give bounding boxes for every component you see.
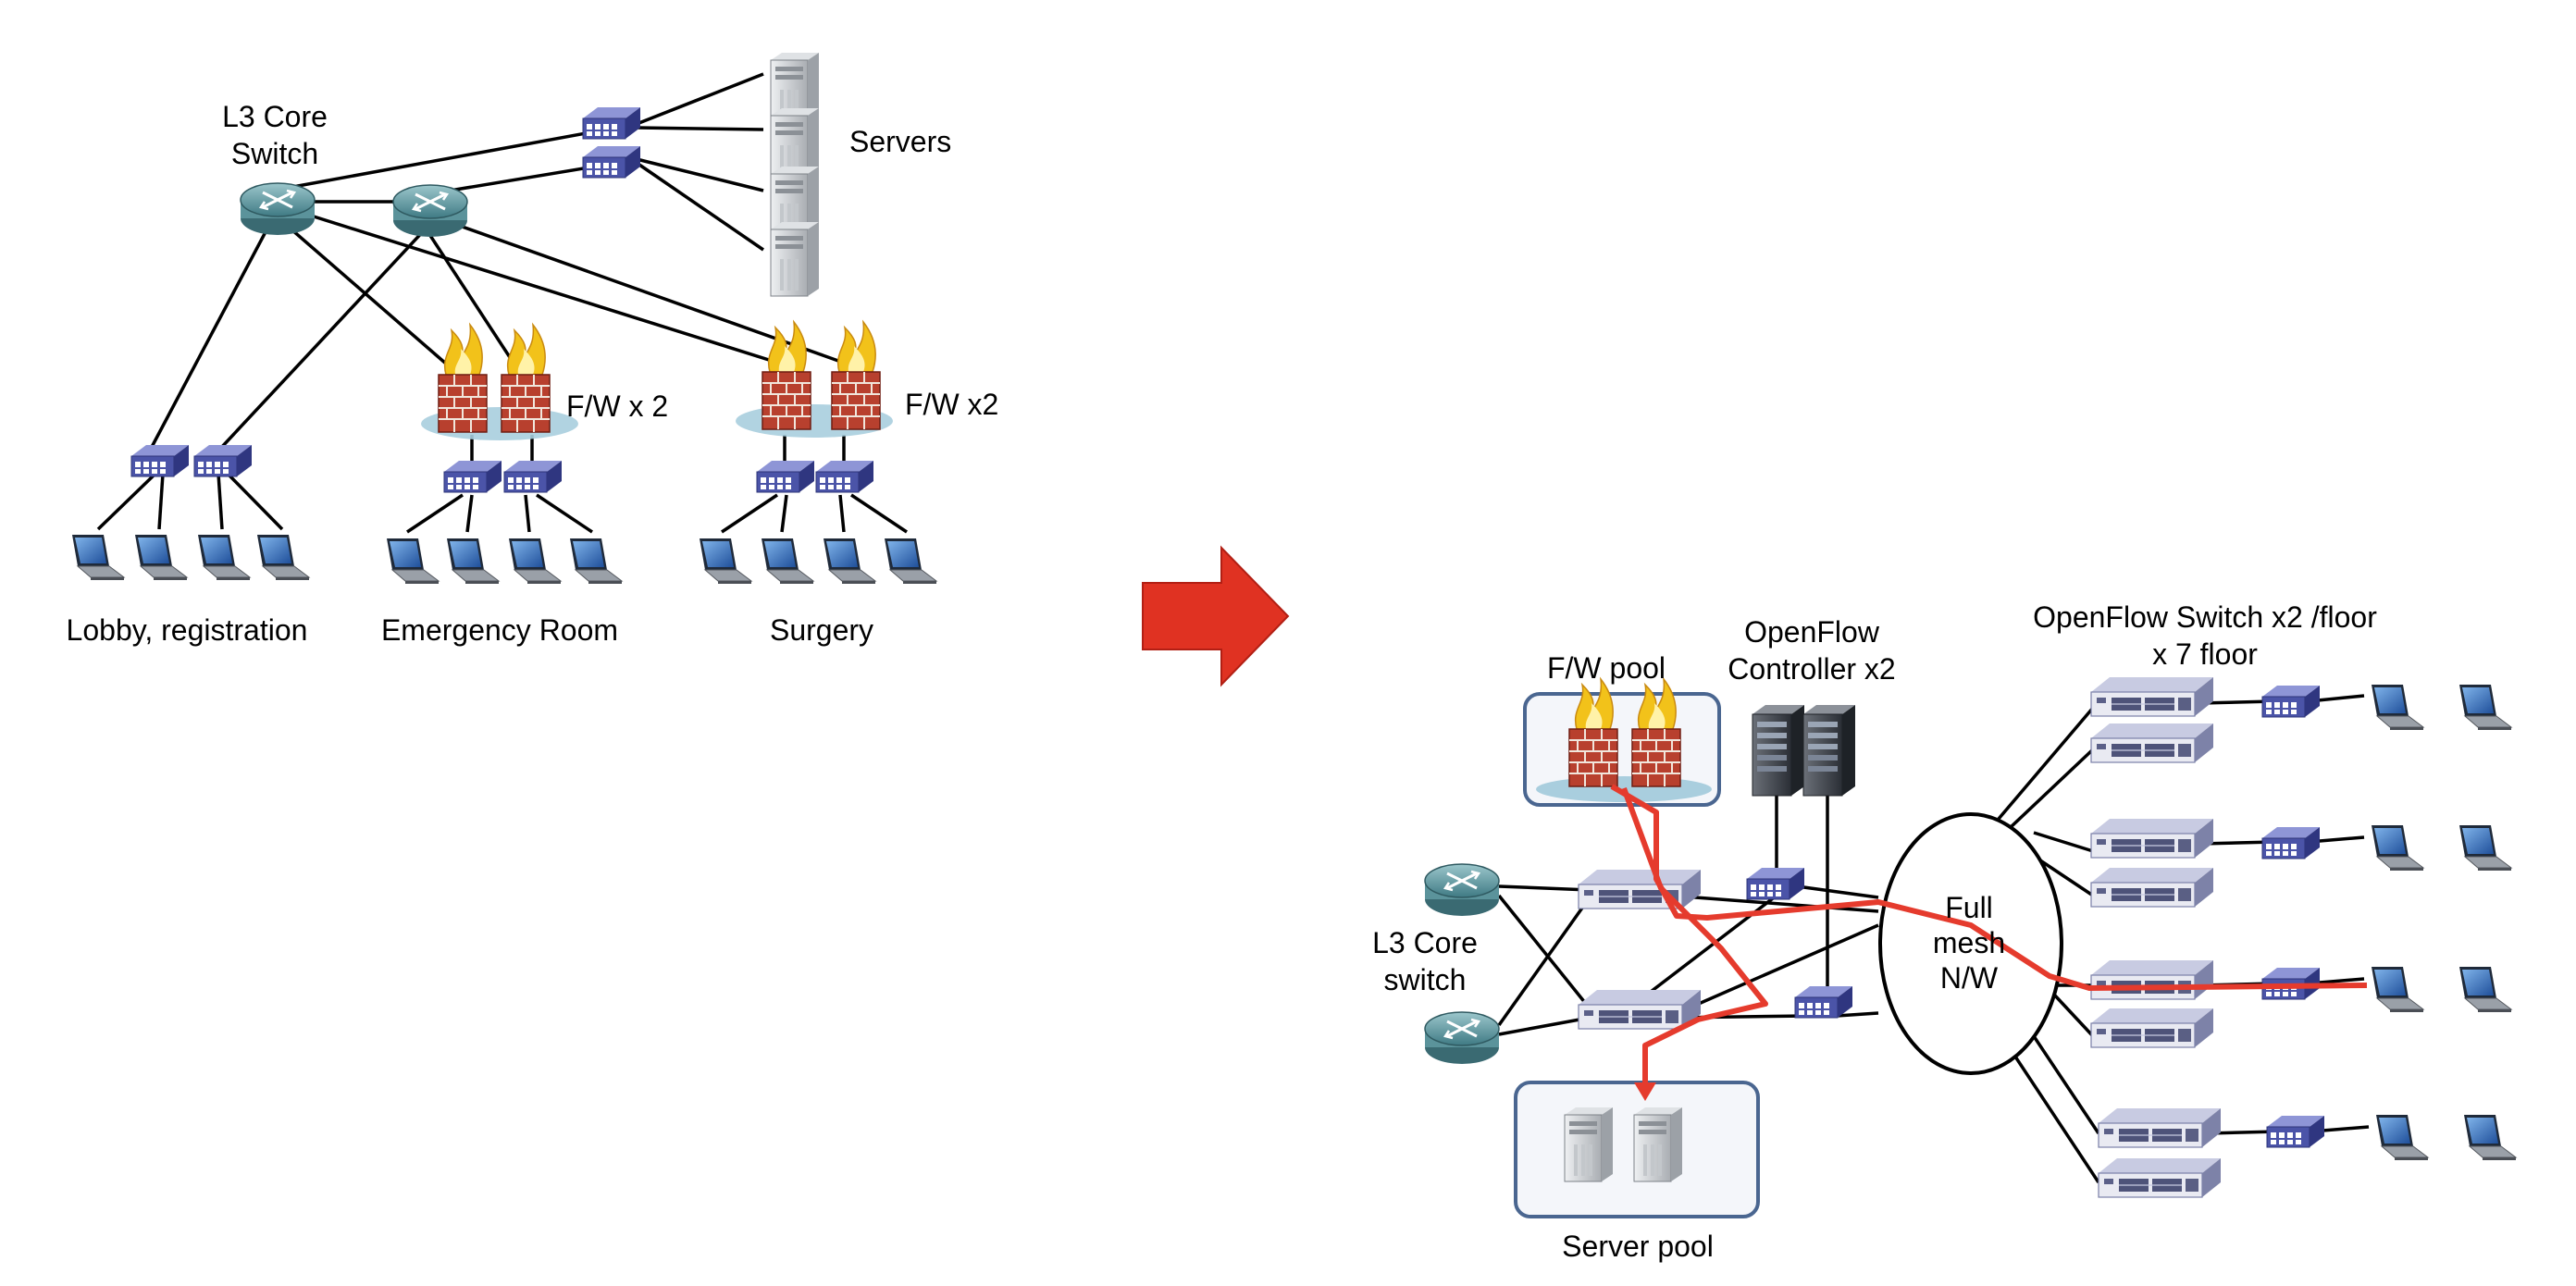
floor-2-of-switch-a-icon	[2090, 818, 2214, 859]
openflow-switch-label-1: OpenFlow Switch x2 /floor	[2033, 600, 2377, 634]
er-laptop-3-icon	[508, 538, 562, 585]
firewall-surgery-1-icon	[762, 321, 811, 430]
mesh-label-2: mesh	[1933, 926, 2005, 959]
surgery-switch-1-icon	[756, 460, 815, 493]
surgery-switch-2-icon	[815, 460, 874, 493]
before-core-label-2: Switch	[231, 137, 318, 170]
server-switch-1-icon	[582, 106, 641, 140]
er-switch-1-icon	[443, 460, 502, 493]
er-laptop-1-icon	[386, 538, 440, 585]
surgery-laptop-3-icon	[823, 538, 876, 585]
traffic-path-to-server	[1621, 786, 1768, 1087]
servers-label: Servers	[849, 125, 951, 158]
after-core-router-2-icon	[1423, 1010, 1501, 1066]
floor-4-laptop-2-icon	[2463, 1114, 2517, 1161]
full-mesh-network	[1878, 812, 2063, 1075]
pool-server-1-icon	[1564, 1107, 1614, 1182]
floor-1-of-switch-b-icon	[2090, 723, 2214, 763]
after-core-label-2: switch	[1384, 963, 1467, 996]
server-pool-label: Server pool	[1562, 1230, 1714, 1263]
before-diagram: L3 Core Switch Servers F/W x 2 F/W x2 Lo…	[67, 52, 998, 647]
before-core-label-1: L3 Core	[222, 100, 328, 133]
firewall-pool-label: F/W pool	[1547, 651, 1666, 685]
floor-2-laptop-1-icon	[2371, 824, 2424, 872]
zone-surgery-label: Surgery	[770, 613, 873, 647]
core-switch-2-icon	[391, 183, 469, 239]
core-of-switch-1-icon	[1578, 869, 1702, 909]
mesh-label-3: N/W	[1940, 961, 1999, 995]
zone-lobby-label: Lobby, registration	[67, 613, 308, 647]
controller-2-icon	[1802, 704, 1856, 797]
server-4-icon	[770, 221, 820, 297]
lobby-laptop-2-icon	[134, 534, 188, 581]
after-diagram: F/W pool OpenFlow Controller x2 OpenFlow…	[1372, 600, 2517, 1263]
er-switch-2-icon	[503, 460, 563, 493]
floor-3-of-switch-a-icon	[2090, 959, 2214, 1000]
firewall-er-1-icon	[438, 324, 488, 433]
floor-4-laptop-1-icon	[2375, 1114, 2429, 1161]
lobby-laptop-3-icon	[197, 534, 251, 581]
transition-arrow	[1142, 545, 1290, 687]
traffic-path	[1610, 784, 2368, 991]
floor-2-laptop-2-icon	[2458, 824, 2512, 872]
surgery-laptop-1-icon	[699, 538, 752, 585]
floor-3-laptop-2-icon	[2458, 966, 2512, 1013]
controller-label-1: OpenFlow	[1744, 615, 1880, 649]
traffic-path-arrowhead	[1634, 1082, 1656, 1101]
lobby-laptop-4-icon	[256, 534, 310, 581]
er-laptop-4-icon	[569, 538, 623, 585]
floor-1-laptop-2-icon	[2458, 684, 2512, 731]
server-switch-2-icon	[582, 145, 641, 179]
floor-4-access-switch-icon	[2266, 1115, 2325, 1148]
after-core-label-1: L3 Core	[1372, 926, 1478, 959]
floor-3-laptop-1-icon	[2371, 966, 2424, 1013]
after-core-router-1-icon	[1423, 862, 1501, 918]
floor-1-laptop-1-icon	[2371, 684, 2424, 731]
lobby-laptop-1-icon	[71, 534, 125, 581]
surgery-laptop-4-icon	[884, 538, 937, 585]
floor-1-access-switch-icon	[2261, 685, 2321, 718]
controller-1-icon	[1752, 704, 1805, 797]
surgery-laptop-2-icon	[761, 538, 814, 585]
pool-server-2-icon	[1633, 1107, 1683, 1182]
floor-2-of-switch-b-icon	[2090, 867, 2214, 908]
lobby-switch-1-icon	[130, 444, 190, 477]
core-of-switch-2-icon	[1578, 989, 1702, 1030]
floor-4-of-switch-b-icon	[2098, 1157, 2222, 1198]
firewall-er-label: F/W x 2	[566, 390, 668, 423]
controller-switch-2-icon	[1794, 985, 1853, 1019]
controller-label-2: Controller x2	[1728, 652, 1895, 686]
firewall-surgery-label: F/W x2	[905, 388, 998, 421]
firewall-er-2-icon	[501, 324, 551, 433]
controller-switch-1-icon	[1746, 867, 1805, 900]
er-laptop-2-icon	[446, 538, 500, 585]
floor-2-access-switch-icon	[2261, 826, 2321, 859]
openflow-switch-label-2: x 7 floor	[2152, 637, 2258, 671]
mesh-label-1: Full	[1945, 891, 1993, 924]
floor-1-of-switch-a-icon	[2090, 676, 2214, 717]
lobby-switch-2-icon	[193, 444, 253, 477]
floor-3-of-switch-b-icon	[2090, 1008, 2214, 1048]
zone-er-label: Emergency Room	[381, 613, 618, 647]
core-switch-1-icon	[239, 181, 316, 237]
firewall-surgery-2-icon	[831, 321, 881, 430]
floor-4-of-switch-a-icon	[2098, 1107, 2222, 1148]
